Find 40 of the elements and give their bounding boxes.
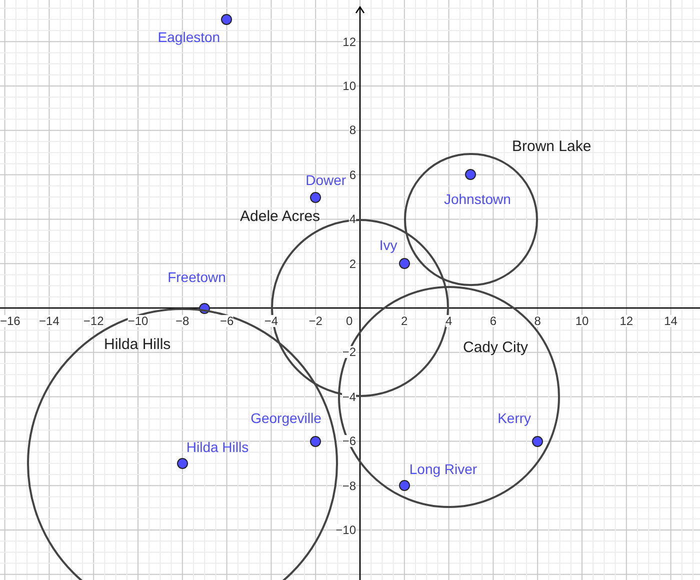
- region-label: Adele Acres: [240, 209, 320, 224]
- tick-label: −10: [128, 315, 148, 327]
- tick-label: 10: [575, 315, 589, 327]
- tick-label: 6: [349, 168, 356, 181]
- tick-label: −6: [342, 435, 356, 448]
- tick-label: 6: [490, 315, 497, 327]
- tick-label: −16: [0, 315, 20, 327]
- tick-label: −4: [342, 390, 356, 403]
- place-label: Johnstown: [444, 192, 511, 206]
- region-label: Hilda Hills: [104, 337, 171, 352]
- tick-label: −8: [342, 480, 356, 492]
- place-label: Georgeville: [250, 411, 322, 426]
- tick-label: 4: [349, 213, 356, 226]
- tick-label: 2: [401, 315, 408, 327]
- region-label: Cady City: [462, 340, 528, 355]
- tick-label: 2: [349, 258, 356, 270]
- tick-label: −10: [336, 524, 356, 536]
- tick-label: 0: [346, 315, 353, 327]
- place-label: Freetown: [168, 270, 226, 284]
- tick-label: 8: [349, 124, 356, 136]
- region-label: Brown Lake: [512, 139, 592, 154]
- tick-label: −14: [39, 315, 60, 327]
- tick-label: 14: [664, 315, 678, 327]
- place-label: Kerry: [498, 411, 532, 426]
- tick-label: 10: [342, 80, 356, 92]
- place-label: Hilda Hills: [186, 440, 249, 454]
- place-label: Dower: [306, 173, 346, 187]
- place-label: Eagleston: [158, 30, 220, 44]
- tick-label: 4: [445, 315, 452, 327]
- tick-label: −8: [176, 315, 190, 327]
- tick-label: −6: [220, 315, 234, 327]
- tick-label: −2: [342, 346, 356, 358]
- tick-label: −4: [264, 315, 278, 327]
- tick-label: −12: [83, 315, 104, 327]
- place-label: Ivy: [379, 238, 398, 252]
- tick-label: 8: [534, 315, 541, 327]
- place-label: Long River: [409, 462, 478, 476]
- tick-label: −2: [308, 315, 322, 327]
- tick-label: 12: [620, 315, 634, 327]
- tick-label: 12: [342, 36, 356, 48]
